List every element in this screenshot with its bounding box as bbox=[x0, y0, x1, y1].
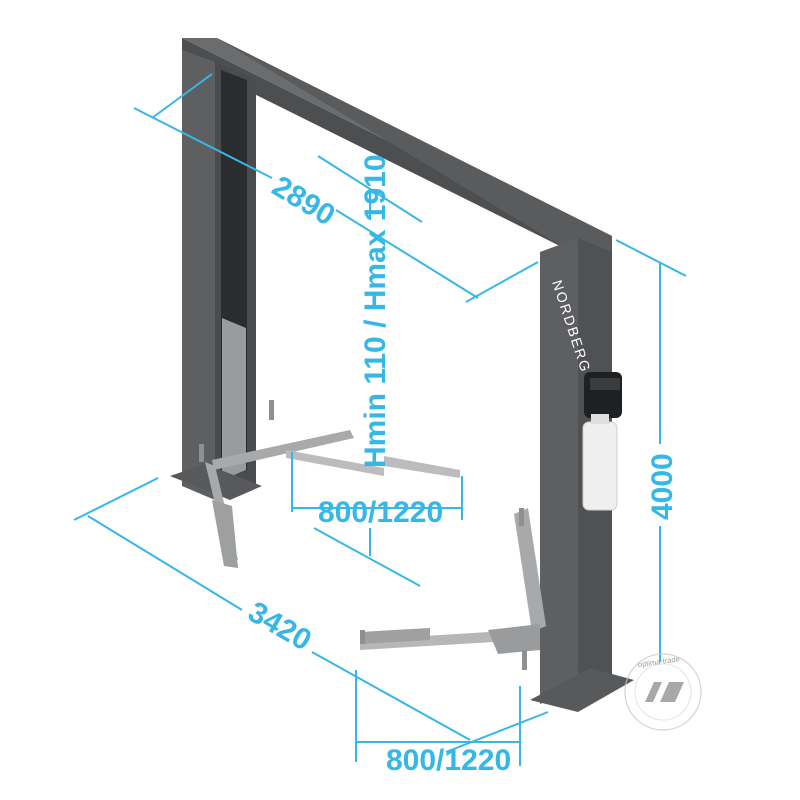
dim-arm-right-label: 800/1220 bbox=[386, 744, 511, 777]
right-column: NORDBERG bbox=[530, 238, 634, 712]
dim-base-ext-right bbox=[445, 711, 549, 753]
dim-base-ext-left bbox=[73, 477, 159, 521]
lift-illustration: NORDBERG bbox=[170, 38, 634, 712]
dim-height-label: Hmin 110 / Hmax 1910 bbox=[359, 154, 392, 468]
dim-base-line-a bbox=[87, 515, 243, 611]
dim-arm-left-label: 800/1220 bbox=[318, 496, 443, 529]
dim-width-top-line-a bbox=[133, 107, 273, 179]
watermark-seal: optima-trade bbox=[624, 653, 702, 731]
dim-base-label: 3420 bbox=[243, 595, 317, 657]
dim-width-top-ext-left bbox=[151, 73, 213, 119]
top-crossbeam bbox=[182, 38, 612, 256]
left-column bbox=[170, 50, 262, 500]
dim-width-top-line-b bbox=[335, 209, 479, 299]
dim-base-line-b bbox=[311, 651, 471, 741]
dim-width-top-ext-right bbox=[465, 261, 539, 303]
oil-reservoir bbox=[582, 421, 618, 511]
right-lift-arms bbox=[360, 508, 546, 670]
dim-arm-left-diagonal bbox=[313, 527, 421, 587]
watermark-logo-icon bbox=[645, 682, 684, 702]
dim-total-height-label: 4000 bbox=[646, 453, 679, 520]
dim-total-height-ext-top bbox=[615, 239, 687, 277]
dim-width-top-label: 2890 bbox=[266, 170, 340, 233]
dimension-lines bbox=[73, 73, 687, 766]
left-lift-arms bbox=[199, 400, 460, 568]
watermark-text: optima-trade bbox=[637, 654, 680, 669]
